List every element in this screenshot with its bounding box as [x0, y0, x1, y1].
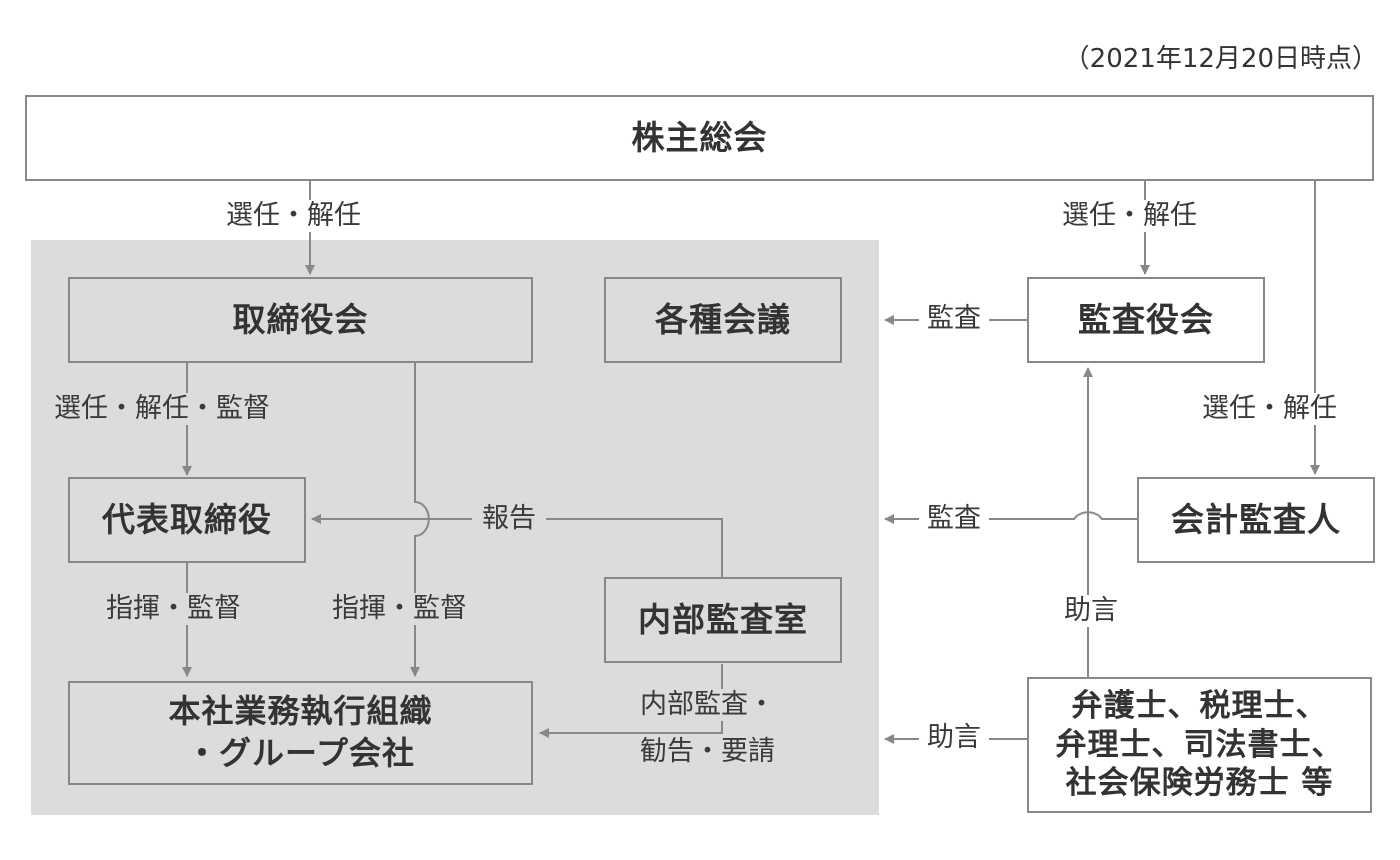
- shareholders-meeting-box: 株主総会: [25, 95, 1374, 181]
- label-elect-accounting-auditor: 選任・解任: [1198, 393, 1341, 426]
- operations-label-line2: ・グループ会社: [185, 734, 416, 772]
- board-box: 取締役会: [68, 277, 533, 363]
- representative-label: 代表取締役: [102, 499, 272, 539]
- advisors-label-line2: 弁理士、司法書士、: [1055, 726, 1344, 763]
- board-label: 取締役会: [232, 299, 369, 339]
- advisors-label-line1: 弁護士、税理士、: [1071, 687, 1328, 724]
- label-board-to-operations: 指揮・監督: [328, 593, 471, 626]
- label-internal-audit-line1: 内部監査・: [636, 689, 779, 722]
- label-representative-to-operations: 指揮・監督: [102, 593, 245, 626]
- label-elect-board: 選任・解任: [222, 200, 365, 233]
- label-advice-up: 助言: [1060, 595, 1122, 628]
- advisors-label-line3: 社会保険労務士 等: [1065, 765, 1334, 802]
- internal-audit-box: 内部監査室: [604, 577, 842, 663]
- accounting-auditor-label: 会計監査人: [1171, 499, 1341, 539]
- label-internal-audit-line2: 勧告・要請: [636, 736, 779, 769]
- accounting-auditor-box: 会計監査人: [1137, 477, 1375, 563]
- audit-board-label: 監査役会: [1078, 299, 1214, 339]
- arrow-report-to-representative: [311, 514, 723, 577]
- label-advice-left: 助言: [919, 722, 989, 755]
- label-board-to-representative: 選任・解任・監督: [50, 393, 274, 426]
- date-note: （2021年12月20日時点）: [1063, 44, 1378, 74]
- internal-audit-label: 内部監査室: [638, 599, 808, 639]
- label-audit-meetings: 監査: [919, 303, 989, 336]
- operations-box: 本社業務執行組織 ・グループ会社: [68, 681, 533, 785]
- arrow-internal-audit-to-operations: [539, 664, 723, 738]
- operations-label-line1: 本社業務執行組織: [168, 692, 433, 731]
- representative-box: 代表取締役: [68, 477, 306, 563]
- audit-board-box: 監査役会: [1027, 277, 1265, 363]
- label-report: 報告: [472, 503, 546, 536]
- shareholders-meeting-label: 株主総会: [631, 117, 768, 157]
- advisors-box: 弁護士、税理士、 弁理士、司法書士、 社会保険労務士 等: [1027, 677, 1372, 813]
- label-audit-representative: 監査: [919, 503, 989, 536]
- meetings-box: 各種会議: [604, 277, 842, 363]
- meetings-label: 各種会議: [655, 299, 791, 339]
- label-elect-audit-board: 選任・解任: [1058, 200, 1201, 233]
